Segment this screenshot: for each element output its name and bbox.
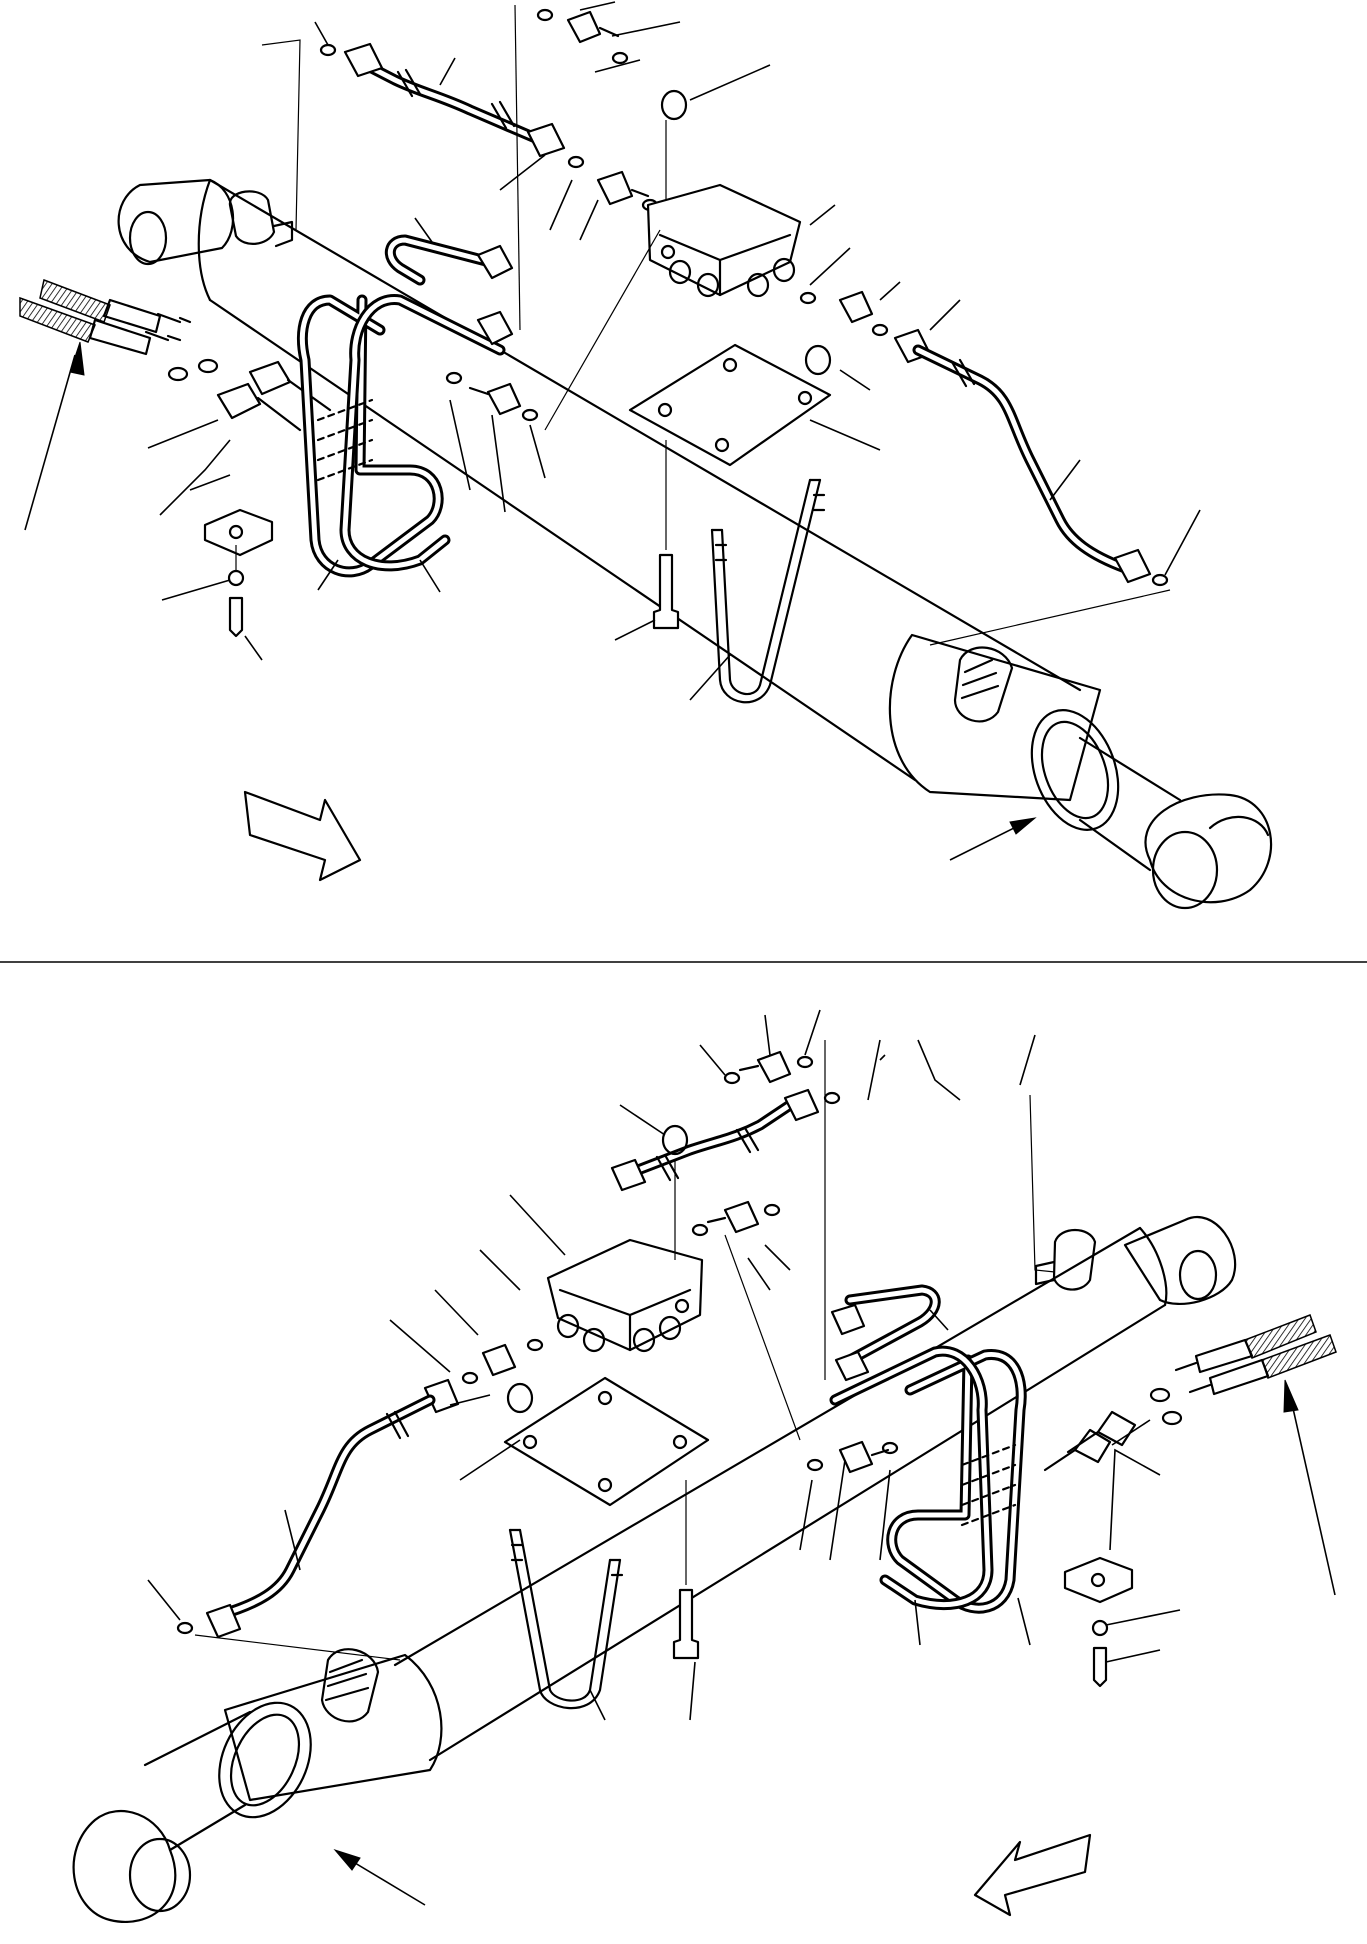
lower-cylinder-tube-top — [393, 1226, 1142, 1667]
lower-piston-rod — [143, 1710, 252, 1852]
lower-swivel-joints — [1043, 1410, 1137, 1688]
upper-hose-1 — [19, 296, 96, 343]
lower-plate-bolt — [672, 1588, 700, 1660]
lower-cylinder — [72, 1216, 1237, 1923]
lower-rod-eye — [72, 1810, 177, 1923]
lower-tube-a — [830, 1284, 941, 1382]
lower-left-tube — [176, 1338, 544, 1639]
upper-leader-lines — [147, 1, 1201, 701]
upper-top-tube — [343, 42, 566, 158]
upper-loop-tubes — [297, 294, 506, 578]
lower-clamp — [1063, 1556, 1134, 1604]
upper-piston-rod — [1078, 736, 1182, 872]
upper-right-tube — [799, 290, 1169, 587]
upper-cylinder-rear-eye — [117, 178, 235, 264]
upper-cap-nut — [660, 89, 688, 121]
upper-front-direction-arrow — [243, 790, 362, 882]
upper-washer — [227, 569, 245, 587]
lower-top-tube — [610, 1088, 841, 1192]
upper-hose-arrow — [24, 354, 76, 531]
upper-cylinder-tube-bottom — [208, 298, 917, 782]
lower-view — [72, 1009, 1337, 1923]
upper-cylinder-head — [888, 633, 1102, 802]
upper-cylinder-tube-top — [208, 178, 1082, 692]
lower-alignment-lines — [194, 1040, 1056, 1661]
upper-alignment-lines — [261, 4, 1171, 646]
lower-mounting-plate — [503, 1376, 710, 1507]
lower-u-bolt — [508, 1528, 622, 1710]
lower-distributor-block — [546, 1238, 704, 1353]
upper-rear-eye-hole — [128, 210, 168, 266]
lower-head-arrow — [349, 1859, 426, 1906]
lower-top-fittings — [506, 1050, 899, 1474]
upper-view — [19, 1, 1273, 910]
lower-hose-arrow — [1289, 1394, 1336, 1596]
upper-u-bolt — [710, 478, 822, 704]
upper-mounting-plate — [628, 343, 832, 467]
lower-leader-lines — [147, 1009, 1181, 1721]
lower-pointer-arrows — [333, 1379, 1336, 1906]
lower-cylinder-head — [223, 1653, 443, 1802]
lower-cylinder-rear-eye — [1123, 1216, 1237, 1305]
lower-mounting-hardware — [503, 1160, 710, 1710]
upper-head-arrow — [949, 824, 1021, 861]
lower-hoses — [1149, 1314, 1337, 1426]
upper-distributor-block — [646, 183, 802, 298]
upper-cylinder — [117, 178, 1273, 910]
upper-clamp — [203, 508, 274, 557]
lower-head-elbow-fitting — [320, 1648, 380, 1723]
upper-rod-eye — [1144, 793, 1273, 904]
upper-pointer-arrows — [24, 341, 1037, 861]
upper-mounting-hardware — [628, 120, 832, 704]
lower-front-direction-arrow — [973, 1833, 1092, 1917]
upper-clamp-bolt — [228, 596, 244, 638]
upper-rear-elbow-fitting — [228, 190, 294, 248]
upper-plate-bolt — [652, 553, 680, 630]
lower-cylinder-tube-bottom — [428, 1303, 1167, 1762]
upper-tube-a — [385, 234, 514, 346]
lower-loop-tubes — [829, 1345, 1027, 1614]
upper-head-elbow-fitting — [953, 646, 1014, 723]
lower-rear-elbow-fitting — [1034, 1228, 1097, 1291]
upper-top-fittings — [319, 8, 832, 422]
upper-hoses — [19, 278, 219, 382]
